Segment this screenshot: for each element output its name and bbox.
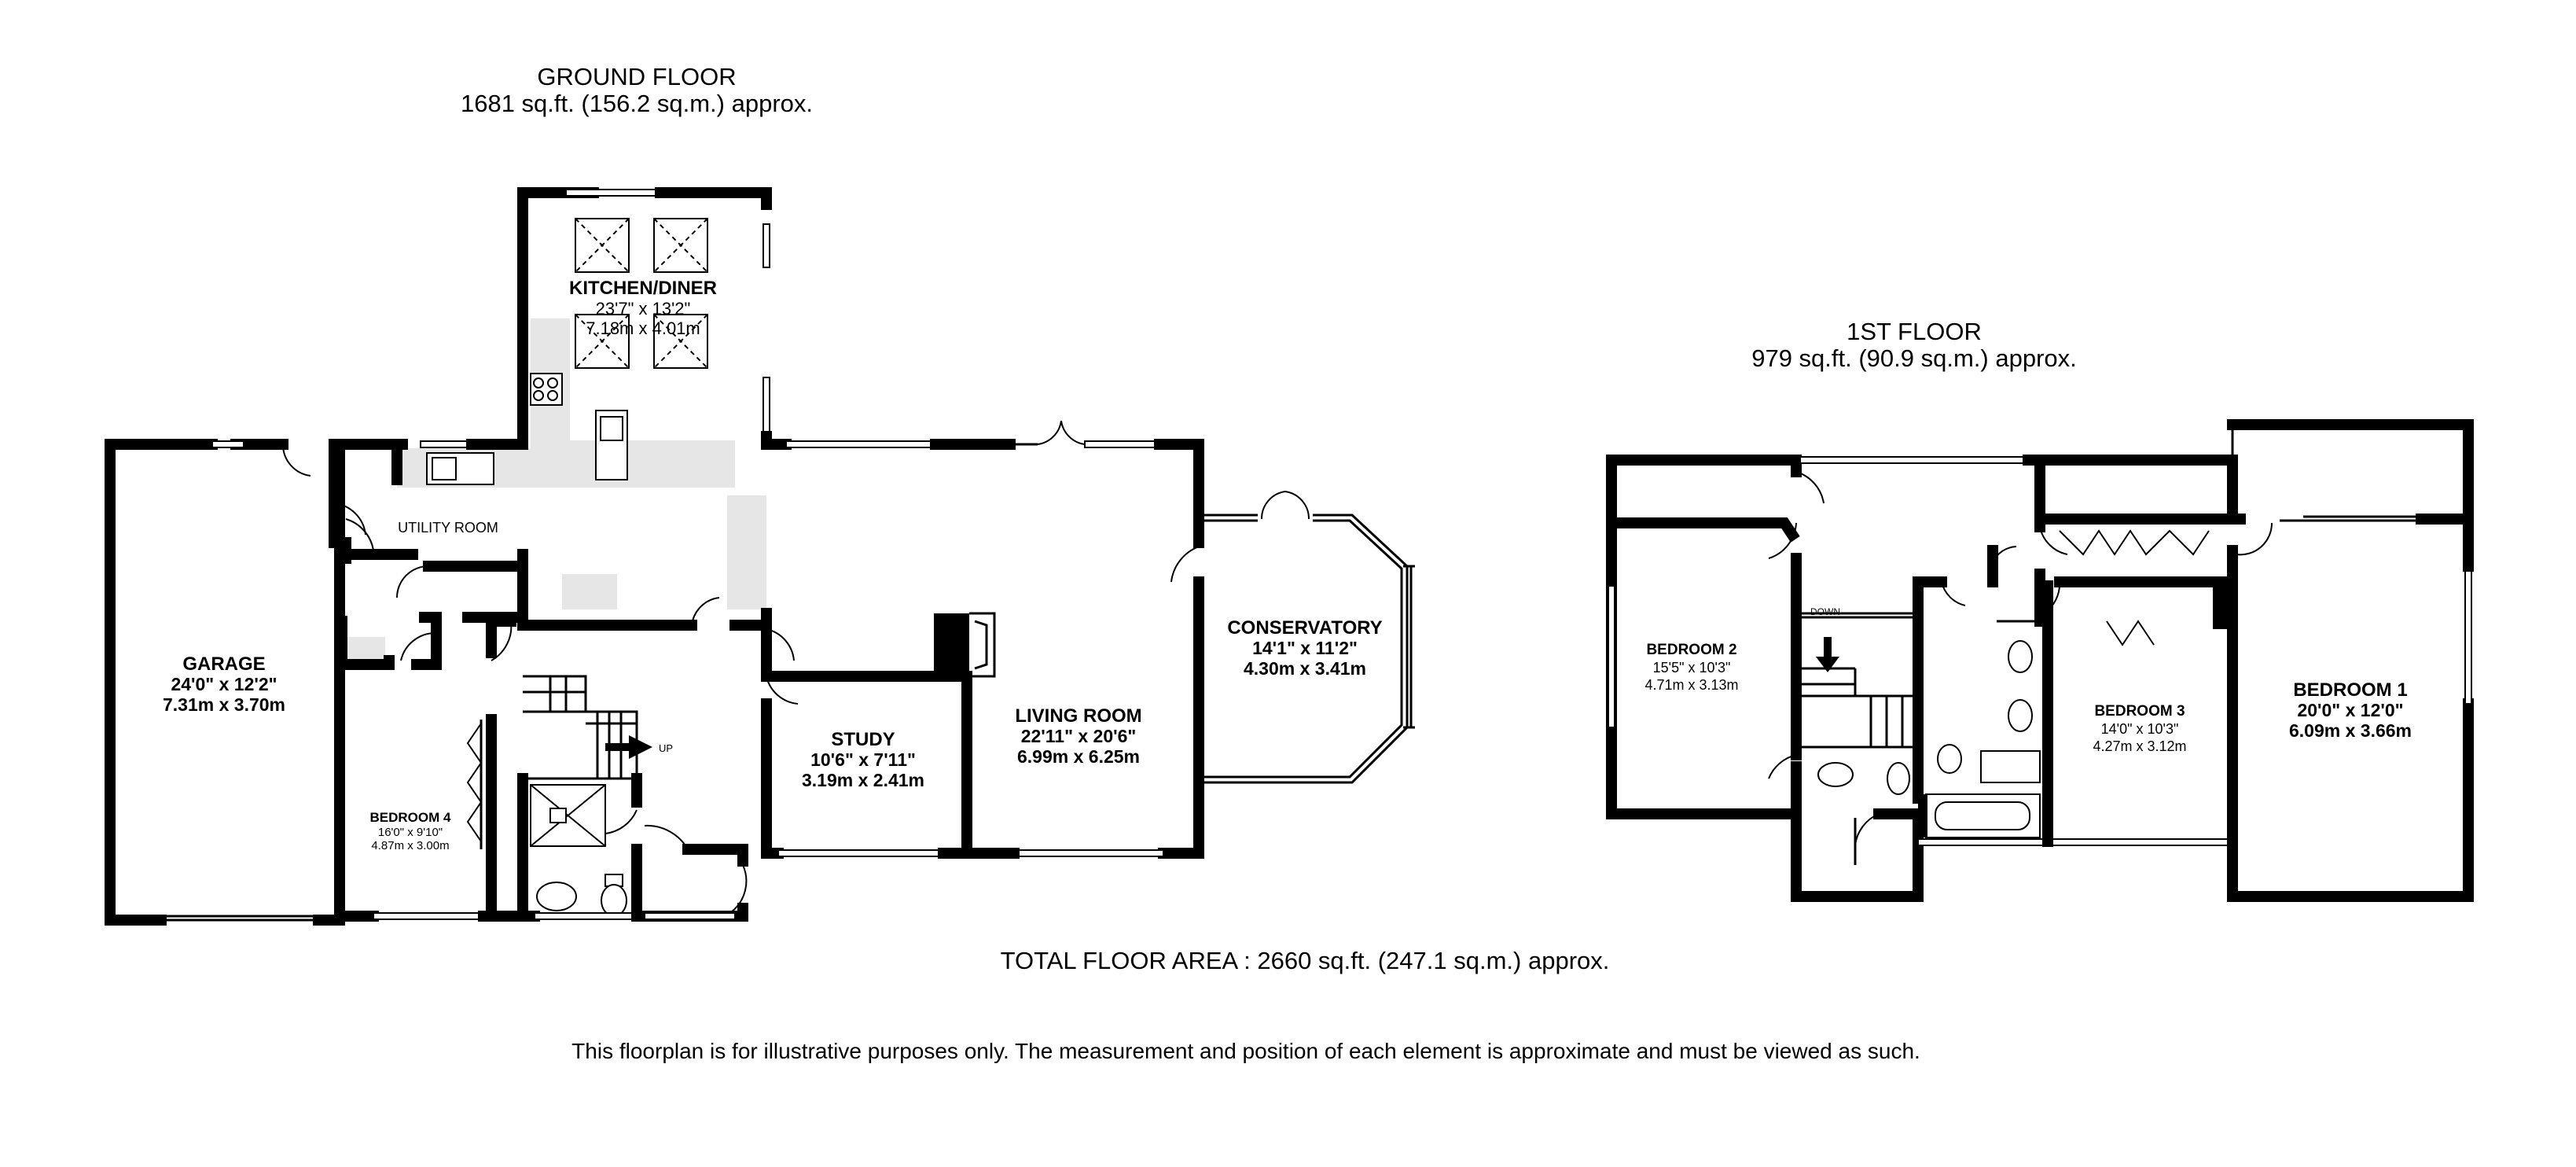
garage-label: GARAGE [182, 653, 265, 675]
washbasin [536, 882, 577, 911]
bedroom4-window [373, 912, 484, 920]
wardrobe [466, 723, 483, 842]
kitchen-window-side [763, 223, 770, 268]
conservatory-label: CONSERVATORY [1227, 617, 1382, 639]
kitchen-label: KITCHEN/DINER [569, 278, 717, 299]
living-imperial: 22'11" x 20'6" [1021, 726, 1137, 746]
bathroom-basin [2008, 640, 2033, 673]
ground-floor-title: GROUND FLOOR [537, 63, 736, 90]
down-stair-label: DOWN [1810, 606, 1840, 617]
garage-metric: 7.31m x 3.70m [163, 694, 285, 715]
bedroom1-metric: 6.09m x 3.66m [2289, 720, 2412, 741]
down-arrow-icon [1816, 637, 1839, 672]
bedroom4-imperial: 16'0" x 9'10" [378, 826, 443, 839]
wc [601, 884, 627, 917]
landing-window [1799, 456, 2029, 464]
garage-door-swing [281, 444, 311, 477]
skylight-group [575, 218, 708, 369]
garage-imperial: 24'0" x 12'2" [171, 674, 277, 694]
ground-floor-heading: GROUND FLOOR 1681 sq.ft. (156.2 sq.m.) a… [461, 63, 813, 117]
up-stair-label: UP [659, 742, 673, 754]
kitchen-worktop [727, 495, 766, 609]
utility-window [420, 440, 469, 448]
bedroom1-window [2464, 565, 2472, 705]
study-label: STUDY [831, 729, 895, 750]
kitchen-window [565, 189, 661, 197]
bedroom2-window [1608, 585, 1615, 728]
first-floor-area: 979 sq.ft. (90.9 sq.m.) approx. [1751, 344, 2077, 372]
garage-walls [105, 439, 218, 926]
garage-window [211, 440, 244, 448]
up-arrow-icon [605, 735, 652, 759]
wc [1887, 762, 1910, 795]
bedroom3-label: BEDROOM 3 [2094, 703, 2185, 720]
kitchen-worktop [562, 574, 617, 609]
ground-floor-plan [105, 187, 1415, 926]
disclaimer: This floorplan is for illustrative purpo… [571, 1039, 1920, 1063]
bedroom2-imperial: 15'5" x 10'3" [1653, 660, 1731, 676]
utility-label: UTILITY ROOM [398, 520, 498, 536]
bedroom1-imperial: 20'0" x 12'0" [2297, 700, 2403, 720]
bedroom4-label: BEDROOM 4 [370, 810, 452, 825]
bedroom3-metric: 4.27m x 3.12m [2093, 738, 2186, 754]
study-imperial: 10'6" x 7'11" [810, 749, 916, 770]
first-floor-plan [1606, 419, 2474, 902]
hob [530, 373, 563, 406]
living-label: LIVING ROOM [1015, 705, 1141, 727]
bedroom3-imperial: 14'0" x 10'3" [2101, 721, 2179, 737]
first-floor-heading: 1ST FLOOR 979 sq.ft. (90.9 sq.m.) approx… [1751, 318, 2077, 372]
total-floor-area: TOTAL FLOOR AREA : 2660 sq.ft. (247.1 sq… [1001, 947, 1610, 974]
study-window [777, 849, 960, 857]
chimney-breast [934, 613, 969, 676]
bedroom1-label: BEDROOM 1 [2293, 679, 2407, 701]
living-metric: 6.99m x 6.25m [1017, 746, 1140, 767]
bathroom-window [1917, 838, 2233, 846]
utility-worktop [342, 637, 385, 661]
kitchen-metric: 7.18m x 4.01m [586, 318, 700, 338]
washbasin [1817, 762, 1854, 787]
ground-floor-area: 1681 sq.ft. (156.2 sq.m.) approx. [461, 90, 813, 117]
conservatory-metric: 4.30m x 3.41m [1244, 658, 1366, 679]
first-stairs [1800, 612, 1920, 749]
conservatory-imperial: 14'1" x 11'2" [1252, 638, 1358, 658]
bedroom2-label: BEDROOM 2 [1646, 642, 1736, 658]
ground-stairs [523, 675, 652, 780]
study-metric: 3.19m x 2.41m [802, 770, 924, 790]
bathroom-wc [1937, 744, 1962, 774]
living-window [785, 440, 936, 448]
bedroom4-metric: 4.87m x 3.00m [371, 839, 449, 852]
conservatory-outline [1203, 491, 1415, 784]
kitchen-imperial: 23'7" x 13'2" [596, 299, 691, 318]
first-floor-title: 1ST FLOOR [1847, 318, 1982, 345]
bedroom2-metric: 4.71m x 3.13m [1644, 677, 1738, 693]
kitchen-worktop [531, 440, 735, 488]
